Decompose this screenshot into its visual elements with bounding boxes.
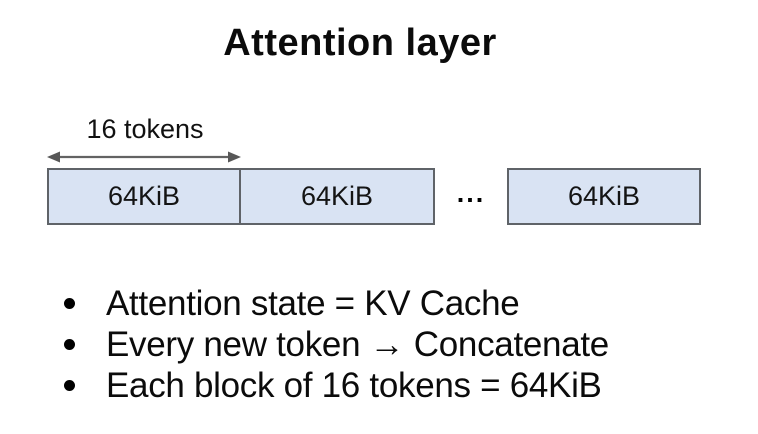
kv-block: 64KiB [507, 168, 701, 225]
kv-block-label: 64KiB [107, 181, 181, 211]
bullet-text: Attention state = KV Cache [106, 283, 520, 323]
bullet-list: Attention state = KV Cache Every new tok… [64, 283, 609, 406]
bullet-dot-icon [64, 380, 75, 391]
bullet-item: Every new token → Concatenate [64, 324, 609, 365]
bullet-dot-icon [64, 339, 75, 350]
bullet-text: Every new token → Concatenate [106, 324, 609, 364]
kv-block: 64KiB [239, 168, 435, 225]
kv-block-label: 64KiB [567, 181, 641, 211]
slide-title: Attention layer [223, 22, 497, 64]
bullet-text: Each block of 16 tokens = 64KiB [106, 365, 602, 405]
bullet-item: Attention state = KV Cache [64, 283, 609, 324]
double-arrow-icon [47, 151, 241, 163]
measure-label: 16 tokens [86, 114, 204, 144]
bullet-dot-icon [64, 298, 75, 309]
ellipsis: ... [456, 178, 486, 208]
bullet-item: Each block of 16 tokens = 64KiB [64, 365, 609, 406]
kv-block: 64KiB [47, 168, 241, 225]
kv-block-label: 64KiB [300, 181, 374, 211]
